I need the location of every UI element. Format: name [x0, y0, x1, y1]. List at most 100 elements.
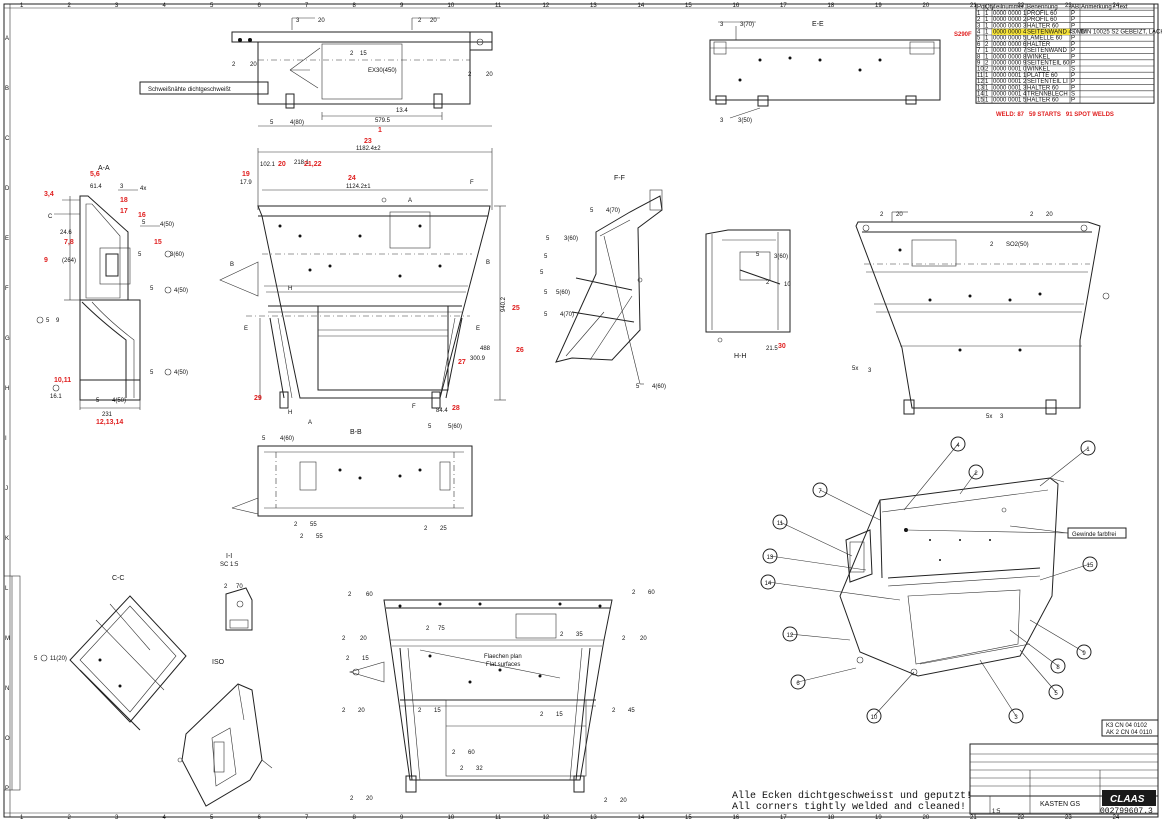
svg-text:24.6: 24.6 [60, 230, 72, 236]
ruler-top-label: 14 [638, 3, 645, 9]
svg-text:488: 488 [480, 346, 491, 352]
ruler-bottom-label: 24 [1113, 815, 1120, 821]
parts-table-cell: SEITENTEIL LI [1027, 79, 1068, 85]
svg-text:20: 20 [250, 62, 257, 68]
svg-text:61.4: 61.4 [90, 184, 102, 190]
title-block: K3 CN 04 0102 AK 2 CN 04 0110 CLAAS KAST… [969, 719, 1159, 816]
svg-text:5: 5 [150, 286, 154, 292]
svg-text:4(50): 4(50) [174, 288, 188, 294]
item-number: 5 [1054, 691, 1058, 697]
svg-text:I-I: I-I [226, 553, 232, 560]
parts-table-cell: P [1071, 48, 1075, 54]
red-label: 9 [44, 257, 48, 264]
parts-table-cell: HALTER 60 [1027, 98, 1059, 104]
parts-table-cell: 0000 0001 1 [993, 73, 1027, 79]
parts-table-cell: WINKEL [1027, 54, 1051, 60]
parts-table-header: Pos [977, 5, 987, 11]
balloon-leader [903, 443, 959, 511]
item-balloon [1050, 658, 1066, 674]
svg-text:4(70): 4(70) [606, 208, 620, 214]
red-label: 19 [242, 171, 250, 178]
item-number: 14 [765, 581, 772, 587]
parts-table-cell: 0000 0000 4 [993, 30, 1027, 36]
parts-table-cell: 1 [985, 36, 989, 42]
parts-table-cell: 11 [977, 73, 984, 79]
svg-text:15: 15 [434, 708, 441, 714]
red-label: 26 [516, 347, 524, 354]
ruler-bottom-label: 17 [780, 815, 787, 821]
svg-text:2: 2 [418, 708, 422, 714]
svg-text:3: 3 [120, 184, 124, 190]
parts-table-cell: P [1071, 11, 1075, 17]
ruler-bottom-label: 10 [448, 815, 455, 821]
ruler-bottom-label: 22 [1018, 815, 1025, 821]
red-label: 7,8 [64, 239, 74, 246]
svg-text:5: 5 [142, 220, 146, 226]
ruler-top-label: 15 [685, 3, 692, 9]
svg-text:F: F [412, 404, 416, 410]
ruler-side-label: N [5, 686, 9, 692]
svg-text:2: 2 [348, 592, 352, 598]
parts-table-cell: 13 [977, 85, 984, 91]
parts-table-cell: P [1071, 42, 1075, 48]
svg-text:32: 32 [476, 766, 483, 772]
parts-table-cell: LAMELLE 60 [1027, 36, 1063, 42]
flat-note-en: Flat surfaces [486, 662, 520, 668]
parts-table-cell: 5 [977, 36, 981, 42]
seam-note: Schweißnähte dichtgeschweißt [148, 87, 231, 93]
height-dim: 940.2 [501, 296, 507, 312]
red-label: 20 [278, 161, 286, 168]
parts-table-cell: 9 [977, 61, 981, 67]
view-iso-small: ISO [177, 659, 273, 807]
corner-note-en: All corners tightly welded and cleaned! [732, 801, 966, 813]
ruler-side-label: G [5, 336, 10, 342]
ruler-bottom-label: 20 [923, 815, 930, 821]
ruler-top-label: 20 [923, 3, 930, 9]
svg-text:20: 20 [640, 636, 647, 642]
parts-table-cell: 0000 0001 3 [993, 85, 1027, 91]
svg-text:B-B: B-B [350, 429, 362, 436]
overall-dim: 1182.4±2 [356, 146, 381, 152]
balloon-leader [1039, 447, 1089, 487]
svg-text:2: 2 [560, 632, 564, 638]
red-s290f: S290F [954, 32, 972, 38]
item-balloon [1048, 684, 1064, 700]
svg-text:2: 2 [224, 584, 228, 590]
ruler-bottom-label: 23 [1065, 815, 1072, 821]
svg-text:5: 5 [544, 254, 548, 260]
svg-text:4(60): 4(60) [652, 384, 666, 390]
parts-table-cell: 1 [985, 11, 989, 17]
svg-text:5x: 5x [852, 366, 858, 372]
ruler-bottom-label: 19 [875, 815, 882, 821]
red-label: 18 [120, 197, 128, 204]
svg-text:11(20): 11(20) [50, 656, 67, 662]
ruler-top-label: 17 [780, 3, 787, 9]
item-balloon [772, 514, 788, 530]
red-label: 17 [120, 208, 128, 215]
parts-table-cell: SEITENTEIL 60 [1027, 61, 1070, 67]
svg-text:15: 15 [556, 712, 563, 718]
svg-text:2: 2 [880, 212, 884, 218]
parts-table-cell: P [1071, 36, 1075, 42]
svg-text:4(70): 4(70) [560, 312, 574, 318]
ruler-side-label: E [5, 236, 9, 242]
svg-text:A-A: A-A [98, 165, 110, 172]
ruler-side-label: K [5, 536, 9, 542]
svg-text:SC 1:5: SC 1:5 [220, 562, 239, 568]
parts-table-cell: PROFIL 60 [1027, 17, 1057, 23]
svg-text:218.1: 218.1 [294, 160, 310, 166]
ruler-side-label: M [5, 636, 10, 642]
svg-text:16.1: 16.1 [50, 394, 62, 400]
item-number: 2 [974, 471, 978, 477]
balloon-leader [769, 555, 867, 571]
ruler-top-label: 1 [20, 3, 24, 9]
svg-text:H-H: H-H [734, 353, 746, 360]
